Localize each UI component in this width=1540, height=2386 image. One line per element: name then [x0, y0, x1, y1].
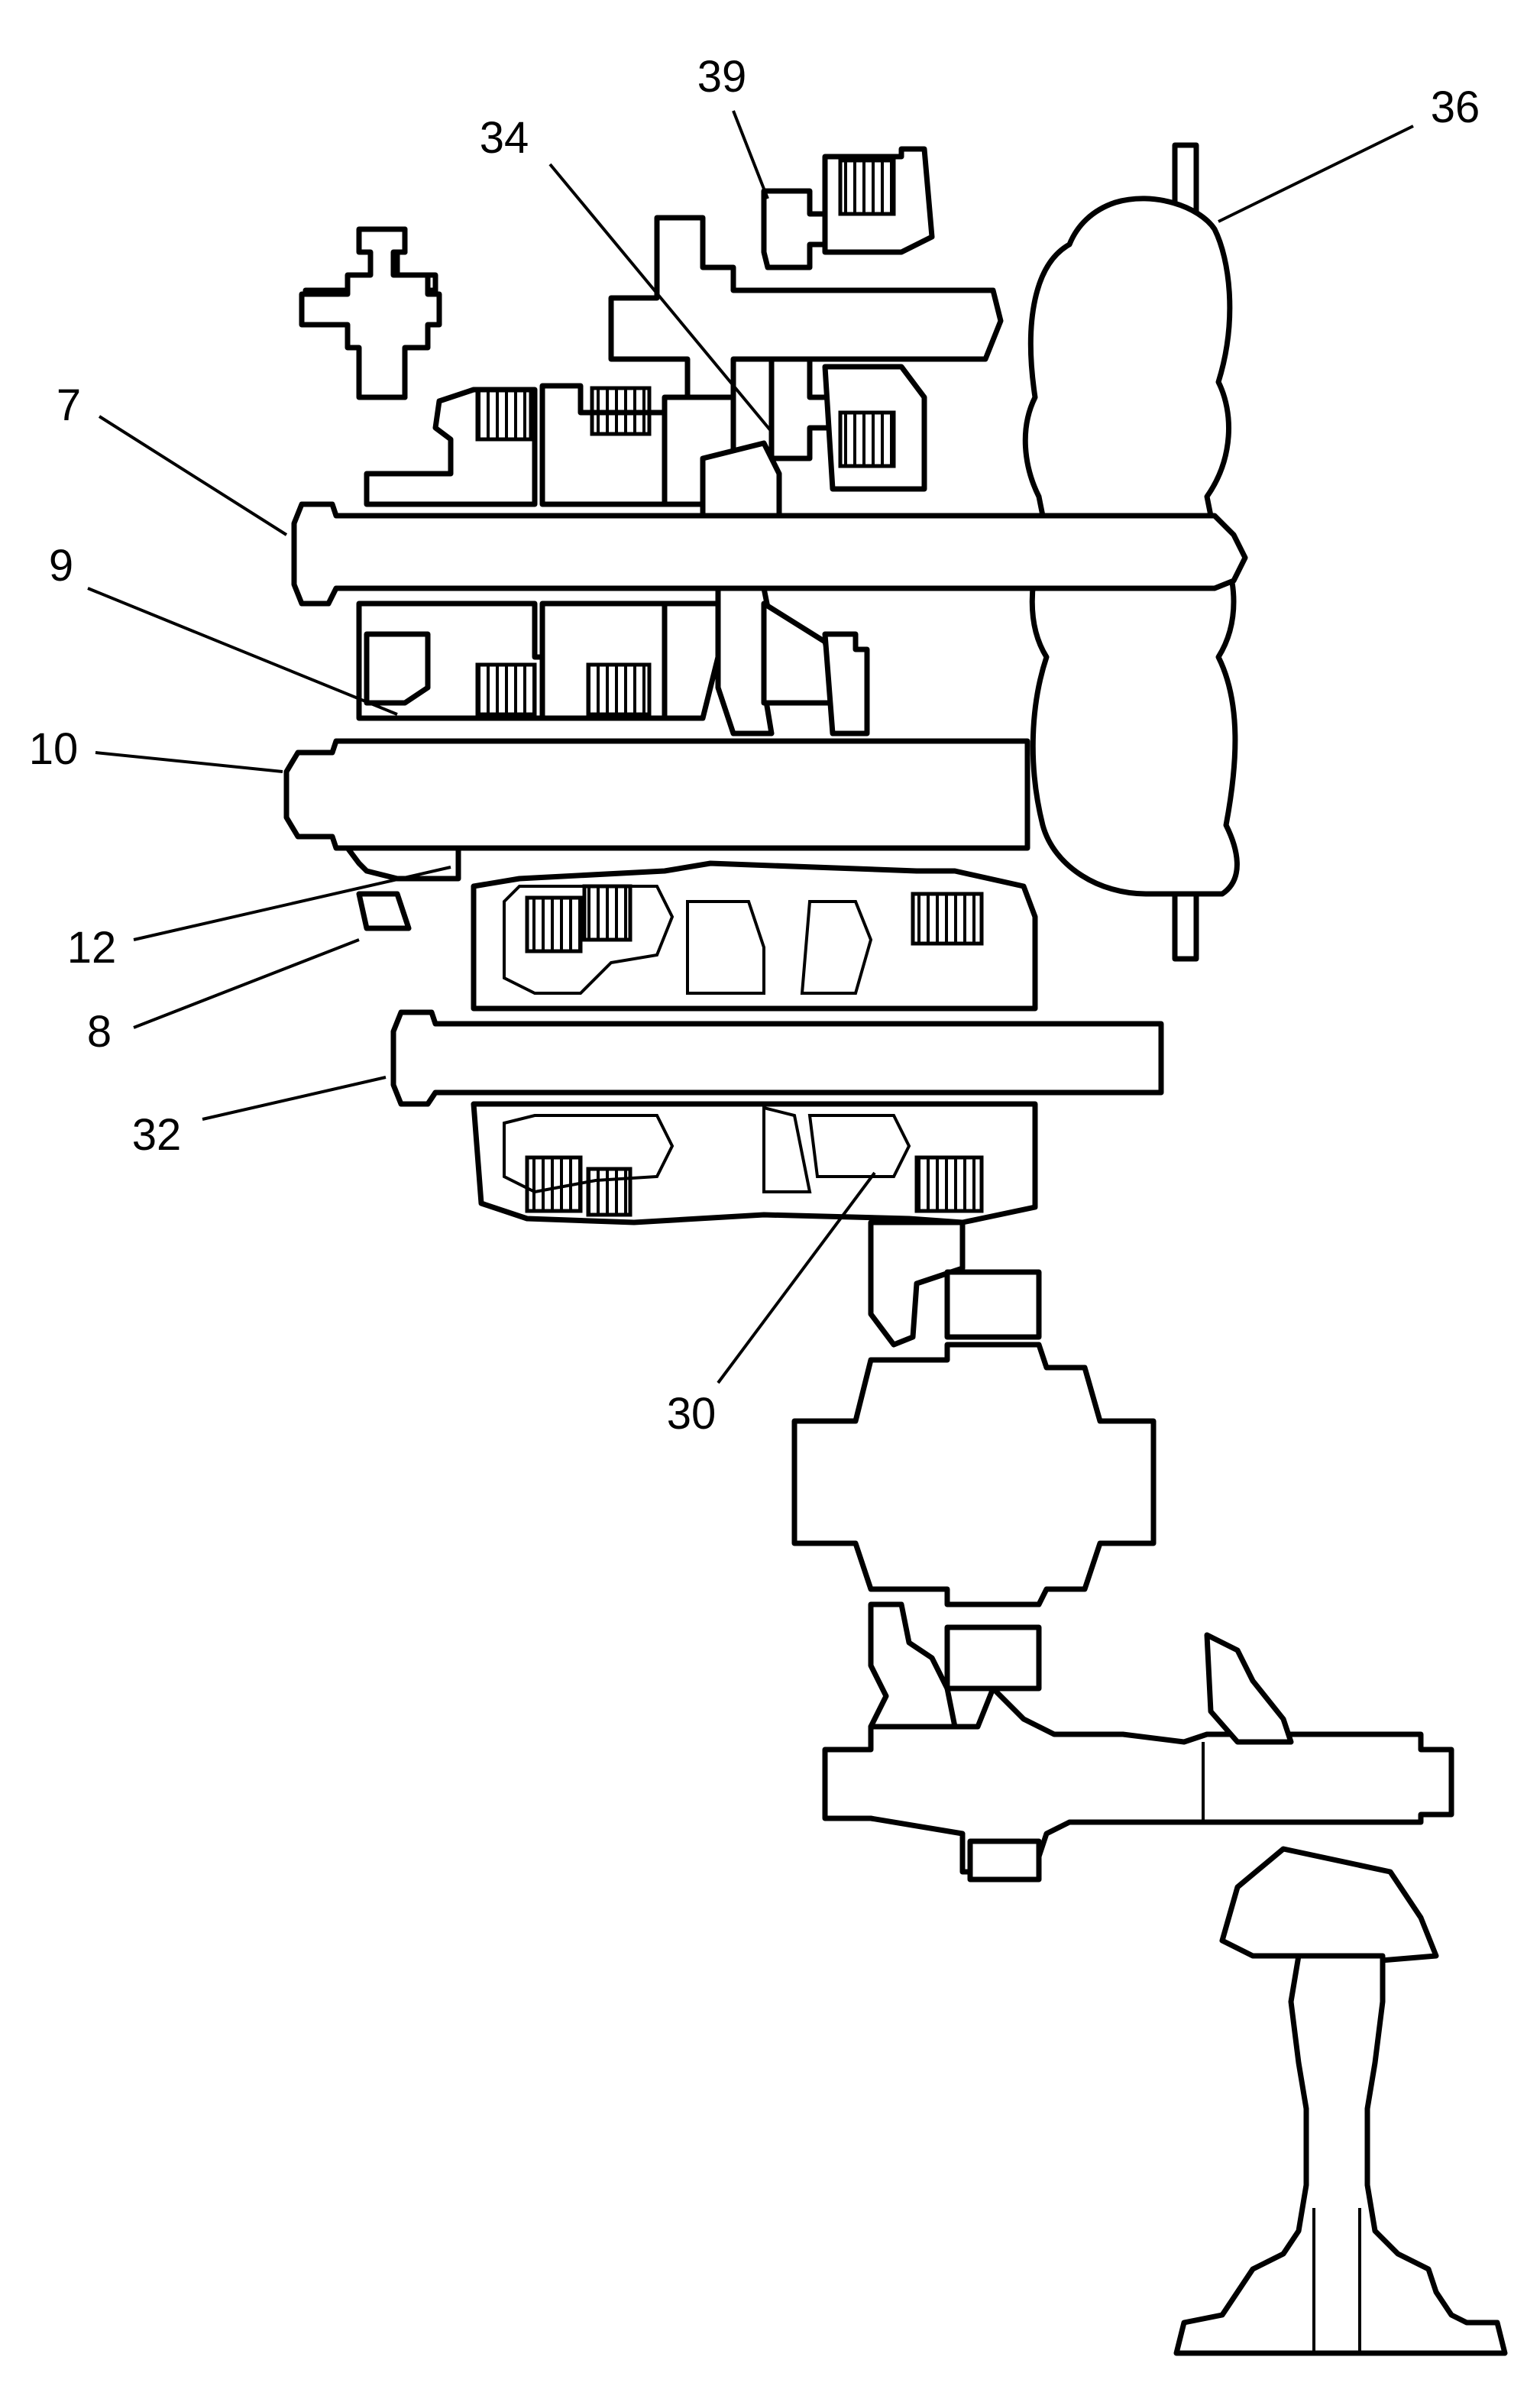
input-shaft — [291, 501, 1248, 607]
leader-7 — [98, 415, 288, 536]
leader-lines — [87, 110, 1414, 1384]
output-shaft — [390, 1009, 1164, 1107]
callout-30: 30 — [667, 1389, 717, 1439]
callout-36: 36 — [1431, 83, 1480, 132]
leader-10 — [95, 751, 283, 773]
leader-12 — [133, 866, 451, 941]
leader-39 — [732, 110, 769, 199]
callout-8: 8 — [87, 1007, 112, 1057]
callout-39: 39 — [697, 52, 747, 102]
callout-7: 7 — [57, 380, 81, 430]
lower-clutch-assembly — [471, 860, 1038, 1225]
middle-clutch-assembly — [345, 585, 870, 931]
leader-8 — [133, 938, 360, 1029]
callout-32: 32 — [132, 1110, 182, 1160]
leader-9 — [87, 587, 398, 716]
differential-assembly — [791, 1219, 1508, 2356]
intermediate-shaft — [283, 738, 1030, 851]
callout-12: 12 — [67, 923, 117, 973]
leader-36 — [1218, 125, 1414, 223]
leader-34 — [548, 163, 773, 433]
callout-10: 10 — [29, 724, 79, 774]
callout-labels: 7 9 10 12 8 32 30 34 39 36 — [29, 52, 1480, 1439]
callout-9: 9 — [49, 541, 73, 591]
idler-gear — [299, 226, 442, 400]
callout-34: 34 — [480, 113, 529, 163]
leader-30 — [717, 1171, 876, 1384]
leader-32 — [202, 1076, 387, 1121]
